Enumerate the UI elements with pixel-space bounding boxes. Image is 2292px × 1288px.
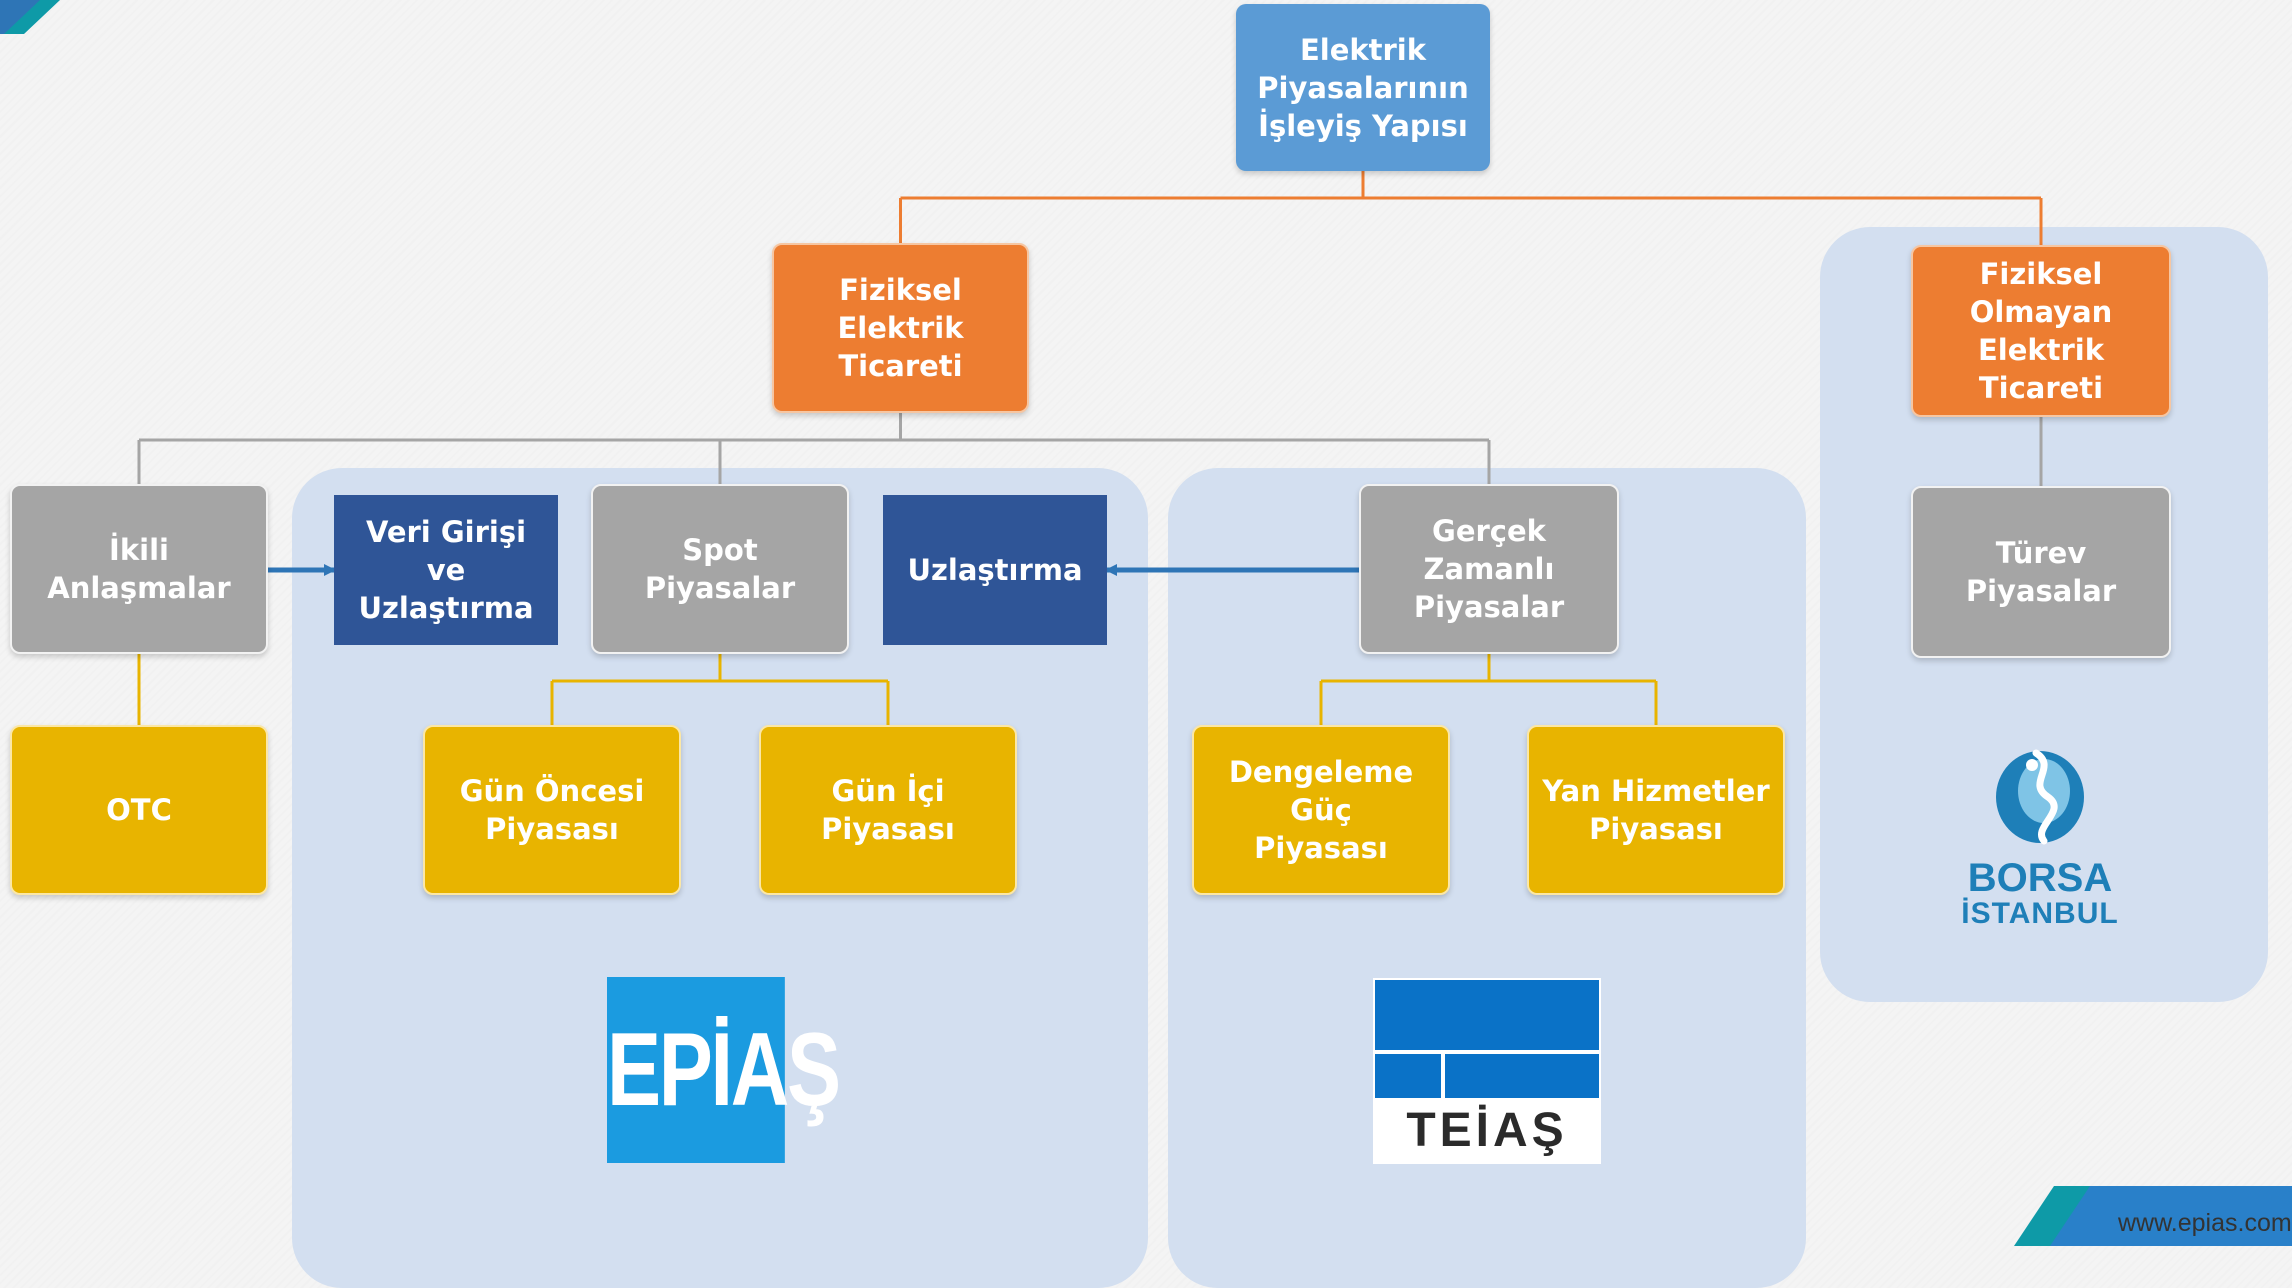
corner-accent <box>0 0 60 34</box>
derivatives-markets-node: Türev Piyasalar <box>1911 486 2171 658</box>
label-line: Piyasası <box>1589 812 1723 846</box>
teias-logo-block-top <box>1375 980 1599 1050</box>
label-line: Fiziksel <box>1979 257 2103 291</box>
label-line: Türev Piyasalar <box>1965 536 2117 608</box>
connector-spot <box>550 654 890 725</box>
label-line: Ticareti <box>838 349 963 383</box>
label-line: Yan Hizmetler <box>1542 774 1770 808</box>
label-line: İşleyiş Yapısı <box>1258 108 1468 143</box>
footer-accent-band <box>2014 1186 2292 1246</box>
label-line: OTC <box>106 793 172 827</box>
epias-logo: EPİAŞ <box>607 977 841 1163</box>
label-line: Piyasası <box>1254 831 1388 865</box>
label-line: Gerçek Zamanlı <box>1423 514 1555 586</box>
spot-label: Spot Piyasalar <box>603 531 837 607</box>
label-line: Piyasası <box>485 812 619 846</box>
label-line: İkili Anlaşmalar <box>47 533 231 605</box>
label-line: Elektrik Ticareti <box>1977 333 2105 405</box>
connector-root <box>899 171 2043 245</box>
label-line: Spot Piyasalar <box>644 533 796 605</box>
intraday-market-node: Gün İçi Piyasası <box>759 725 1017 895</box>
teias-logo: TEİAŞ <box>1373 978 1601 1164</box>
settlement-node: Uzlaştırma <box>883 495 1107 645</box>
connector-physical <box>137 413 1491 484</box>
label-line: ve <box>426 553 466 587</box>
settlement-label: Uzlaştırma <box>907 551 1082 589</box>
derivatives-label: Türev Piyasalar <box>1923 534 2159 610</box>
label-line: Piyasalarının <box>1257 70 1469 105</box>
bilateral-agreements-node: İkili Anlaşmalar <box>10 484 268 654</box>
label-line: Uzlaştırma <box>907 553 1083 587</box>
otc-node: OTC <box>10 725 268 895</box>
connector-real-time <box>1319 654 1658 725</box>
borsa-emblem-icon <box>1996 749 2084 845</box>
label-line: Fiziksel Elektrik <box>837 273 964 345</box>
bilateral-label: İkili Anlaşmalar <box>22 531 256 607</box>
label-line: Veri Girişi <box>365 515 527 549</box>
label-line: Dengeleme Güç <box>1228 755 1414 827</box>
label-line: Piyasalar <box>1413 590 1565 624</box>
footer-website-link[interactable]: www.epias.com <box>2118 1209 2292 1237</box>
label-line: Gün Öncesi <box>459 774 645 808</box>
connector-layer <box>137 171 2043 725</box>
label-line: Gün İçi Piyasası <box>821 774 955 846</box>
teias-logo-block-right <box>1445 1054 1599 1098</box>
intraday-label: Gün İçi Piyasası <box>771 772 1005 848</box>
teias-logo-text: TEİAŞ <box>1406 1104 1568 1157</box>
borsa-logo-line2: İSTANBUL <box>1961 897 2119 930</box>
otc-label: OTC <box>106 791 172 829</box>
label-line: Elektrik <box>1299 32 1427 67</box>
spot-markets-node: Spot Piyasalar <box>591 484 849 654</box>
label-line: Uzlaştırma <box>358 591 534 625</box>
borsa-logo-line1: BORSA <box>1967 856 2113 900</box>
borsa-istanbul-logo: BORSA İSTANBUL <box>1960 745 2120 945</box>
teias-logo-block-left <box>1375 1054 1441 1098</box>
label-line: Olmayan <box>1969 295 2113 329</box>
